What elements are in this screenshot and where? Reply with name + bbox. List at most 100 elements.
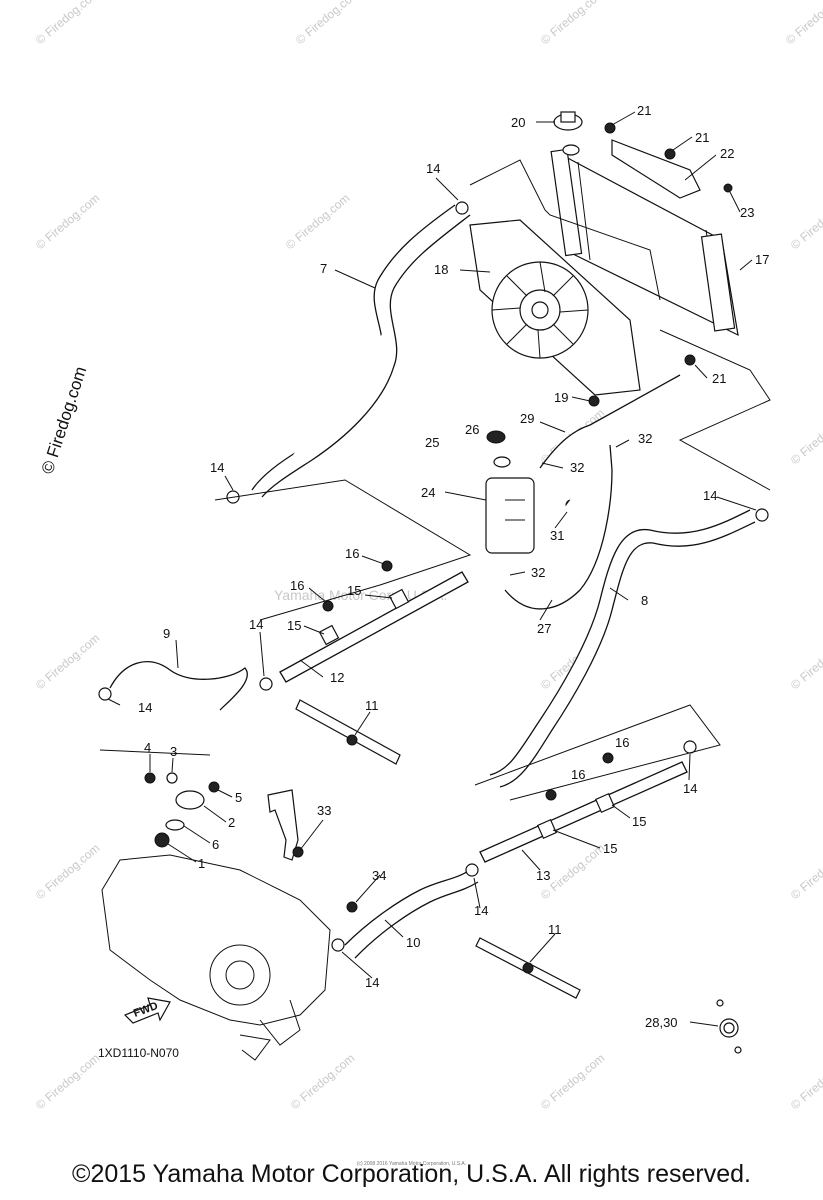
- hose-10: [344, 869, 471, 946]
- bolt-19: [588, 395, 600, 407]
- callout-9: 9: [163, 626, 170, 641]
- bracket-33: [267, 789, 299, 861]
- hose-clamp-14: [98, 687, 112, 701]
- callout-14: 14: [365, 975, 379, 990]
- callout-21: 21: [695, 130, 709, 145]
- callout-4: 4: [144, 740, 151, 755]
- callout-16: 16: [290, 578, 304, 593]
- coolant-reservoir-24: [485, 430, 577, 554]
- reservoir-cap-25: [486, 430, 506, 444]
- bolt-21-a: [604, 122, 616, 134]
- bolt-21-b: [664, 148, 676, 160]
- bolt-5: [208, 781, 220, 793]
- callout-14: 14: [210, 460, 224, 475]
- watermark-text: © Firedog.com: [33, 191, 102, 252]
- cable-tie-11: [295, 699, 401, 765]
- bolt-4: [144, 772, 156, 784]
- callout-labels: 20 21 21 22 23 17 14 18 7 21 19 29 32 25…: [138, 103, 769, 1030]
- callout-8: 8: [641, 593, 648, 608]
- callout-32: 32: [638, 431, 652, 446]
- leader-lines: [99, 111, 757, 1027]
- reservoir-cap-26: [493, 456, 511, 468]
- callout-17: 17: [755, 252, 769, 267]
- side-watermark: © Firedog.com: [38, 364, 91, 476]
- callout-23: 23: [740, 205, 754, 220]
- bolt-16: [381, 560, 393, 572]
- callout-33: 33: [317, 803, 331, 818]
- callout-21: 21: [637, 103, 651, 118]
- callout-24: 24: [421, 485, 435, 500]
- overflow-hose-27: [504, 444, 613, 610]
- pipe-clamp-15: [318, 624, 340, 646]
- watermark-text: © Firedog.com: [33, 1051, 102, 1112]
- pipe-clamp-15: [594, 792, 616, 814]
- callout-15: 15: [287, 618, 301, 633]
- callout-22: 22: [720, 146, 734, 161]
- callout-34: 34: [372, 868, 386, 883]
- callout-15: 15: [347, 583, 361, 598]
- hose-clamp-14: [465, 863, 479, 877]
- radiator-left-tank: [550, 148, 583, 257]
- bolt-23: [723, 183, 733, 193]
- cooling-fan-assembly: [469, 219, 641, 407]
- hose-clamp-14: [683, 740, 697, 754]
- thermostat-1: [154, 832, 170, 848]
- watermark-text: © Firedog.com: [788, 631, 823, 692]
- watermark-text: © Firedog.com: [538, 1051, 607, 1112]
- copyright-notice: ©2015 Yamaha Motor Corporation, U.S.A. A…: [72, 1160, 751, 1188]
- callout-32: 32: [570, 460, 584, 475]
- watermark-text: © Firedog.com: [788, 1051, 823, 1112]
- watermark-text: © Firedog.com: [788, 191, 823, 252]
- callout-14: 14: [683, 781, 697, 796]
- watermark-text: © Firedog.com: [783, 0, 823, 47]
- radiator-assembly: [550, 111, 739, 366]
- hose-clamp-14: [331, 938, 345, 952]
- callout-15: 15: [632, 814, 646, 829]
- o-ring-6: [165, 819, 185, 831]
- watermark-text: © Firedog.com: [788, 406, 823, 467]
- water-pipe-12: [279, 560, 469, 683]
- hose-clamp-28-30: [716, 999, 742, 1054]
- bolt-21-c: [684, 354, 696, 366]
- overflow-hose-29: [539, 374, 681, 469]
- callout-27: 27: [537, 621, 551, 636]
- callout-29: 29: [520, 411, 534, 426]
- callout-19: 19: [554, 390, 568, 405]
- callout-6: 6: [212, 837, 219, 852]
- callout-14: 14: [249, 617, 263, 632]
- reservoir-body: [485, 477, 535, 554]
- callout-12: 12: [330, 670, 344, 685]
- forward-direction-arrow: FWD: [123, 997, 171, 1024]
- watermark-text: © Firedog.com: [283, 191, 352, 252]
- callout-2: 2: [228, 815, 235, 830]
- diagram-code: 1XD1110-N070: [98, 1046, 179, 1060]
- callout-31: 31: [550, 528, 564, 543]
- watermark-text: © Firedog.com: [33, 841, 102, 902]
- hose-clamp-14: [259, 677, 273, 691]
- callout-11: 11: [365, 698, 379, 713]
- water-pipe-13: [479, 740, 697, 863]
- watermark-text: © Firedog.com: [33, 0, 102, 47]
- watermark-text: © Firedog.com: [788, 841, 823, 902]
- footer-note: (c) 2008 2016 Yamaha Motor Corporation, …: [356, 1161, 467, 1167]
- pipe-clamp-15: [388, 588, 410, 610]
- callout-10: 10: [406, 935, 420, 950]
- thermostat-cover-2: [175, 790, 205, 810]
- hose-clamp-14: [755, 508, 769, 522]
- callout-7: 7: [320, 261, 327, 276]
- callout-14: 14: [703, 488, 717, 503]
- callout-5: 5: [235, 790, 242, 805]
- radiator-right-tank: [700, 233, 736, 332]
- thermostat-assembly: [144, 772, 220, 848]
- callout-13: 13: [536, 868, 550, 883]
- radiator-bracket: [611, 139, 701, 199]
- callout-32: 32: [531, 565, 545, 580]
- watermark-text: © Firedog.com: [538, 0, 607, 47]
- pipe-clamp-15: [536, 818, 558, 840]
- bolt-16: [545, 789, 557, 801]
- callout-21: 21: [712, 371, 726, 386]
- callout-28-30: 28,30: [645, 1015, 678, 1030]
- callout-1: 1: [198, 856, 205, 871]
- callout-11: 11: [548, 922, 562, 937]
